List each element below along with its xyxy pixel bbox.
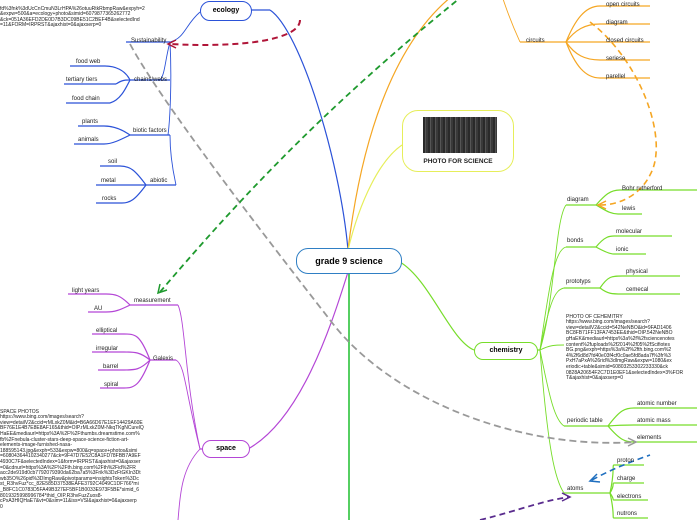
chains-webs-node[interactable]: chains/webs [134, 77, 168, 83]
rocks-node[interactable]: rocks [102, 196, 117, 202]
url-line: eriodic+table&simid=60803253302233330&ck [566, 363, 669, 370]
url-line: BG.png&exph=https%3a%2f%2fth.bing.com%2 [566, 347, 672, 354]
atomic-number-node[interactable]: atomic number [637, 401, 677, 407]
url-line: 4930C7F&selectedIndex=1&form=IRPRST&ajax… [0, 458, 141, 465]
elliptical-node[interactable]: elliptical [96, 328, 118, 334]
url-line: cPxA3HIQHaE7&vt=0&sim=11&iss=VSI&ajaxhis… [0, 498, 137, 505]
url-line: 0828A20654F2C7D1E0EF1&selectedIndex=3%FO… [566, 369, 684, 376]
abiotic-node[interactable]: abiotic [150, 178, 168, 184]
series-node[interactable]: seriese [606, 56, 626, 62]
central-topic[interactable]: grade 9 science [296, 248, 402, 274]
neutrons-node[interactable]: nutrons [617, 511, 638, 517]
url-line: _B8FC1C0783D5FA49B327EF5BF1B0033E973F5BE… [0, 486, 139, 493]
physical-node[interactable]: physical [626, 269, 648, 275]
url-line: PHOTO OF CEHEMITRY [566, 313, 623, 320]
url-line: 8019325998996784*thid_OIP.R3hvFuzZuos8- [0, 492, 103, 499]
metal-node[interactable]: metal [101, 178, 116, 184]
url-line: https://www.bing.com/images/search? [566, 319, 650, 326]
url-line: content%2fuploads%2f2014%2f05%2fScifiote… [566, 341, 670, 348]
electrons-node[interactable]: electrons [617, 494, 642, 500]
parallel-node[interactable]: parellel [606, 74, 626, 80]
ecology-node[interactable]: ecology [200, 1, 252, 21]
charge-node[interactable]: charge [617, 476, 636, 482]
molecular-node[interactable]: molecular [616, 229, 643, 235]
atomic-mass-node[interactable]: atomic mass [637, 418, 671, 424]
url-line: view=detailV2&ccid=rMLxkZ0M&id=B6A66D67E… [0, 419, 143, 426]
url-line: =0&cdnurl=https%3A%2F%2Fth.bing.com%2Fth… [0, 464, 136, 471]
url-line: fb%2Fnebula-cluster-stars-deep-space-sci… [0, 436, 129, 443]
animals-node[interactable]: animals [78, 137, 99, 143]
url-line: elements-image-furnished-nasa- [0, 442, 72, 449]
url-line: https://www.bing.com/images/search? [0, 414, 84, 421]
url-line: SPACE PHOTOS [0, 408, 39, 415]
atoms-node[interactable]: atoms [567, 486, 584, 492]
plants-node[interactable]: plants [82, 119, 99, 125]
url-line: &ck=051A36EFD2DE0D7B3DC09BE51C2BEF4B&sel… [0, 16, 140, 23]
chemistry-photo-text: PHOTO OF CEHEMITRY https://www.bing.com/… [566, 309, 697, 382]
elements-node[interactable]: elements [637, 435, 662, 441]
url-line: BF76E1E4B7E8E8AF165&thid=OIP.rMLxkZ0M-Nk… [0, 425, 144, 432]
url-line: BC8FB71FF13FA7453EE&thid=OIP.542NeNBO [566, 330, 673, 337]
url-line: PxH7aPxA%26rid%3dImgRaw&expw=1080&ex [566, 358, 672, 365]
url-line: &expw=500&a=ecology+photo&simid=60798773… [0, 11, 131, 18]
chemistry-node[interactable]: chemistry [474, 342, 538, 360]
url-line: 0 [0, 503, 3, 510]
science-photo-node[interactable]: PHOTO FOR SCIENCE [402, 110, 514, 172]
url-line: HaEE&mediaurl=https%3A%2F%2Fthumbs.dream… [0, 430, 140, 437]
measurement-node[interactable]: measurement [134, 298, 171, 304]
circuit-diagram-node[interactable]: diagram [606, 20, 628, 26]
spiral-node[interactable]: spiral [104, 382, 119, 388]
food-web-node[interactable]: food web [76, 59, 101, 65]
tertiary-tiers-node[interactable]: tertiary tiers [66, 77, 98, 83]
bonds-node[interactable]: bonds [567, 238, 584, 244]
circuits-node[interactable]: circuits [526, 38, 545, 44]
food-chain-node[interactable]: food chain [72, 96, 100, 102]
url-line: T&ajaxhist=0&ajaxserp=0 [566, 375, 623, 382]
url-line: =11&FORM=IRPRST&ajaxhist=0&ajaxserp=0 [0, 22, 102, 29]
ecology-url-text: fd%3fnk%3dUcCnCmuN3LrHPA%26otuuRtkRbmpRa… [0, 1, 145, 29]
closed-circuits-node[interactable]: closed circuits [606, 38, 644, 44]
url-line: view=detailV2&ccid=542NeNBO&id=9FAD1406 [566, 324, 672, 331]
url-line: acc2de919d0cb7792079390da62ba7a5%3Frik%3… [0, 470, 141, 477]
chem-diagram-node[interactable]: diagram [567, 197, 589, 203]
url-line: gHaEK&mediaurl=https%3a%2f%2fsciencenote… [566, 335, 675, 342]
bohr-rutherford-node[interactable]: Bohr rutherford [622, 186, 663, 192]
irregular-node[interactable]: irregular [96, 346, 119, 352]
barrel-node[interactable]: barrel [103, 364, 119, 370]
lewis-node[interactable]: lewis [622, 206, 636, 212]
url-line: 4%2f6d8d7fd40e03f4cf0c0ae5fd8ada7f%3fr%3 [566, 352, 671, 359]
ionic-node[interactable]: ionic [616, 247, 629, 253]
periodic-table-node[interactable]: periodic table [567, 418, 603, 424]
url-line: wb35O%26pid%3DImgRaw&pivotparams=insight… [0, 475, 139, 482]
url-line: 188595143.jpg&exph=533&expw=800&q=space+… [0, 447, 138, 454]
url-line: st_R3hvFuz*cc_82E585D37538EAFE3792C4049C… [0, 481, 139, 488]
galaxies-node[interactable]: Galexis [153, 356, 174, 362]
sustainability-node[interactable]: Sustainability [131, 38, 167, 44]
photo-caption: PHOTO FOR SCIENCE [423, 158, 493, 165]
open-circuits-node[interactable]: open circuits [606, 2, 640, 8]
science-photo-image [423, 117, 497, 153]
space-node[interactable]: space [202, 440, 250, 458]
url-line: =608043644102340277&ck=9F47D7E52C8A1FD78… [0, 453, 141, 460]
proton-node[interactable]: proton [617, 458, 635, 464]
soil-node[interactable]: soil [108, 159, 118, 165]
space-photo-text: SPACE PHOTOS https://www.bing.com/images… [0, 404, 176, 510]
au-node[interactable]: AU [94, 306, 103, 312]
prototypes-node[interactable]: prototyps [566, 279, 591, 285]
url-line: fd%3fnk%3dUcCnCmuN3LrHPA%26otuuRtkRbmpRa… [0, 5, 145, 12]
light-years-node[interactable]: light years [72, 288, 100, 294]
chemical-node[interactable]: cemecal [626, 287, 649, 293]
biotic-factors-node[interactable]: biotic factors [133, 128, 167, 134]
